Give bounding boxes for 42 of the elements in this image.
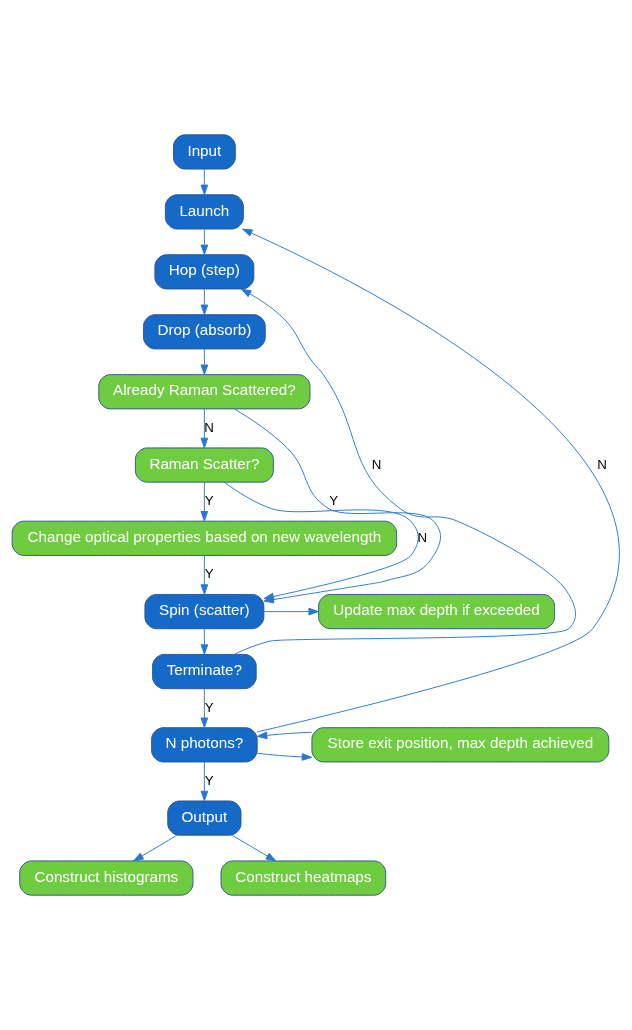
node-box: N photons? [151, 727, 258, 763]
node-box: Hop (step) [154, 254, 255, 290]
edge-label: N [597, 456, 607, 472]
edge-label: Y [204, 493, 214, 509]
edge-label: N [417, 529, 428, 545]
arrow [200, 348, 209, 375]
node-box: Construct heatmaps [220, 860, 387, 896]
arrow [200, 228, 209, 256]
node-box: Change optical properties based on new wavelength [11, 520, 398, 556]
node-box: Spin (scatter) [144, 594, 265, 630]
arrow [256, 752, 313, 761]
arrow [233, 288, 576, 655]
edge-label: Y [329, 493, 339, 509]
arrow [200, 168, 209, 196]
arrow [263, 607, 319, 616]
arrow [200, 288, 209, 315]
edge-label: Y [204, 772, 214, 788]
node-box: Drop (absorb) [143, 314, 266, 350]
arrow [200, 481, 209, 522]
arrow [223, 481, 419, 601]
arrow [200, 761, 209, 802]
node-box: Raman Scatter? [134, 447, 274, 483]
arrow [200, 555, 209, 595]
node-box: Output [167, 800, 242, 836]
node-box: Already Raman Scattered? [98, 374, 311, 410]
edge-label: Y [204, 566, 214, 582]
node-box: Launch [164, 194, 244, 230]
node-box: Update max depth if exceeded [318, 594, 556, 630]
arrow [231, 834, 277, 862]
edge-label: N [204, 419, 214, 435]
arrow [200, 628, 209, 655]
arrow [242, 228, 620, 733]
arrow [256, 731, 313, 740]
node-box: Input [172, 134, 236, 170]
node-box: Terminate? [152, 653, 257, 690]
node-box: Construct histograms [19, 860, 194, 896]
arrow [200, 688, 209, 728]
arrow [200, 408, 209, 449]
arrow [133, 834, 178, 862]
edge-label: Y [204, 699, 214, 715]
edge-label: N [371, 456, 382, 472]
node-box: Store exit position, max depth achieved [311, 727, 610, 763]
